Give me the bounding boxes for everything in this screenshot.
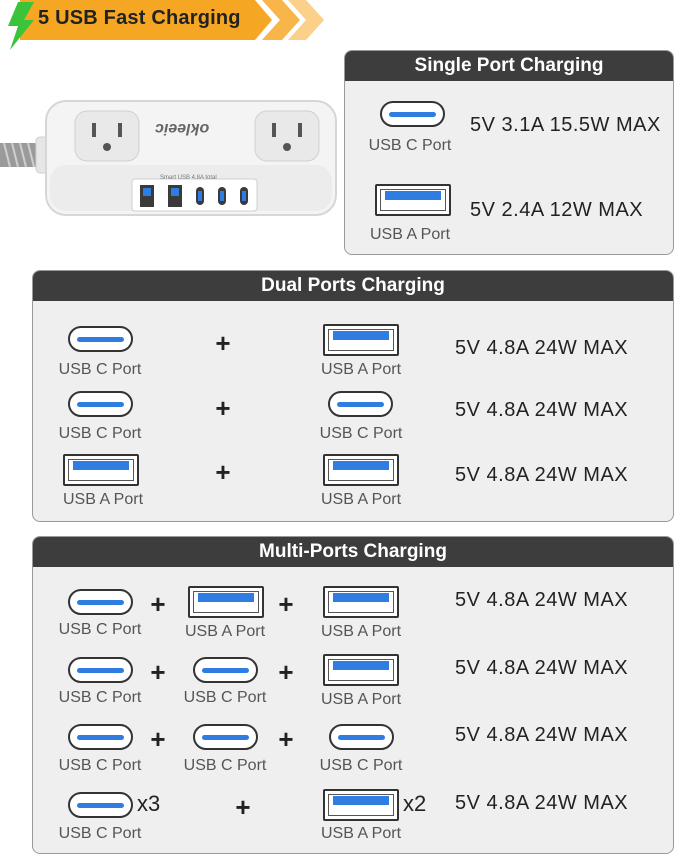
plus-sign: +	[150, 589, 166, 619]
plus-sign: +	[278, 657, 294, 687]
plus-sign: +	[150, 724, 166, 754]
plus-sign: +	[215, 393, 231, 423]
usb-a-port-icon	[323, 789, 399, 821]
port-label: USB A Port	[320, 491, 402, 508]
charging-spec: 5V 4.8A 24W MAX	[455, 337, 629, 359]
port-label: USB A Port	[320, 825, 402, 842]
port-label: USB C Port	[183, 689, 267, 706]
quantity-multiplier: x2	[403, 791, 427, 816]
plus-sign: +	[278, 724, 294, 754]
port-label: USB C Port	[58, 361, 142, 378]
usb-a-port-icon	[63, 454, 139, 486]
usb-a-port-icon	[188, 586, 264, 618]
port-label: USB C Port	[319, 757, 403, 774]
usb-c-port-icon	[193, 724, 258, 750]
usb-a-port-icon	[323, 586, 399, 618]
plus-sign: +	[215, 457, 231, 487]
port-label: USB C Port	[58, 757, 142, 774]
port-label: USB C Port	[368, 137, 452, 154]
port-label: USB C Port	[58, 689, 142, 706]
dual-ports-title: Dual Ports Charging	[33, 271, 673, 301]
dual-ports-panel: Dual Ports Charging USB C Port + USB A P…	[32, 270, 674, 522]
usb-spec-print: Smart USB 4.8A total	[160, 175, 217, 181]
port-label: USB A Port	[320, 691, 402, 708]
usb-a-port-icon	[375, 184, 451, 216]
plus-sign: +	[278, 589, 294, 619]
usb-c-port-icon	[328, 391, 393, 417]
usb-a-port-icon	[323, 324, 399, 356]
power-strip-illustration	[0, 100, 337, 216]
charging-spec: 5V 4.8A 24W MAX	[455, 399, 629, 421]
quantity-multiplier: x3	[137, 791, 161, 816]
charging-spec: 5V 4.8A 24W MAX	[455, 464, 629, 486]
usb-c-port-icon	[68, 657, 133, 683]
charging-spec: 5V 3.1A 15.5W MAX	[470, 114, 661, 136]
multi-ports-panel: Multi-Ports Charging USB C Port + USB A …	[32, 536, 674, 854]
plus-sign: +	[150, 657, 166, 687]
port-label: USB A Port	[320, 361, 402, 378]
banner-background	[20, 0, 324, 40]
plus-sign: +	[215, 328, 231, 358]
plus-sign: +	[235, 792, 251, 822]
port-label: USB A Port	[320, 623, 402, 640]
usb-c-port-icon	[68, 724, 133, 750]
usb-c-port-icon	[193, 657, 258, 683]
port-label: USB A Port	[369, 226, 451, 243]
banner-title: 5 USB Fast Charging	[38, 7, 241, 29]
usb-a-port-icon	[323, 454, 399, 486]
usb-c-port-icon	[68, 326, 133, 352]
usb-c-port-icon	[380, 101, 445, 127]
port-label: USB A Port	[62, 491, 144, 508]
port-label: USB C Port	[58, 425, 142, 442]
usb-c-port-icon	[68, 792, 133, 818]
charging-spec: 5V 4.8A 24W MAX	[455, 657, 629, 679]
charging-spec: 5V 4.8A 24W MAX	[455, 792, 629, 814]
charging-spec: 5V 4.8A 24W MAX	[455, 589, 629, 611]
usb-c-port-icon	[68, 589, 133, 615]
lightning-bolt-icon	[8, 2, 34, 50]
usb-a-port-icon	[323, 654, 399, 686]
usb-c-port-icon	[68, 391, 133, 417]
port-label: USB A Port	[184, 623, 266, 640]
usb-c-port-icon	[329, 724, 394, 750]
brand-logo: okleeic	[155, 120, 210, 137]
port-label: USB C Port	[58, 621, 142, 638]
single-port-panel: Single Port Charging USB C Port 5V 3.1A …	[344, 50, 674, 255]
port-label: USB C Port	[319, 425, 403, 442]
multi-ports-title: Multi-Ports Charging	[33, 537, 673, 567]
port-label: USB C Port	[58, 825, 142, 842]
port-label: USB C Port	[183, 757, 267, 774]
power-strip-image: okleeic Smart USB 4.8A total	[0, 95, 340, 225]
charging-spec: 5V 4.8A 24W MAX	[455, 724, 629, 746]
charging-spec: 5V 2.4A 12W MAX	[470, 199, 644, 221]
single-port-title: Single Port Charging	[345, 51, 673, 81]
title-banner: 5 USB Fast Charging	[0, 0, 330, 50]
